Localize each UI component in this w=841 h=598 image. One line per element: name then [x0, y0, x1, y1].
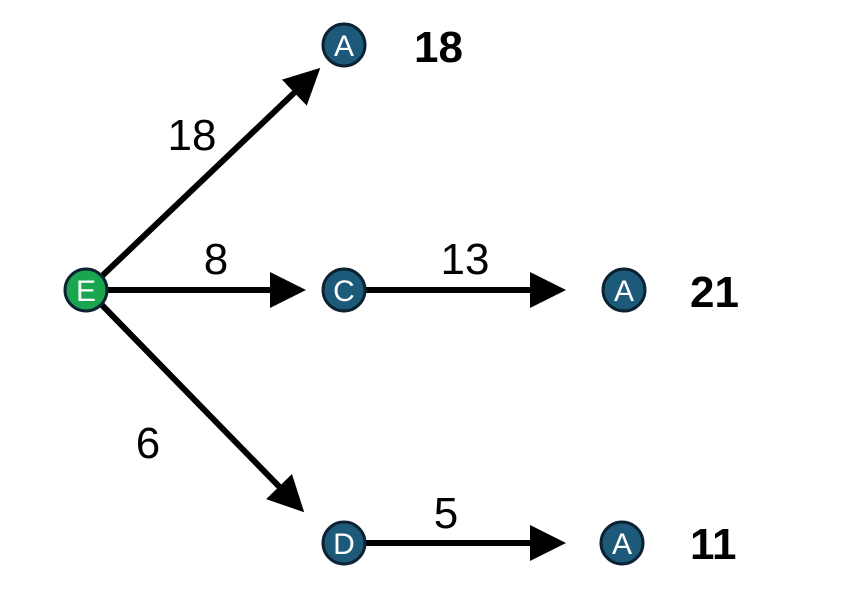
- edge-e-to-a: [99, 67, 321, 279]
- node-e-label: E: [76, 275, 96, 308]
- node-a-top-label: A: [334, 30, 354, 63]
- edge-label-c-to-a: 13: [441, 235, 490, 284]
- node-a-mid-label: A: [614, 275, 634, 308]
- node-a-top: A: [321, 22, 367, 68]
- node-a-bottom-label: A: [612, 528, 632, 561]
- edge-e-to-d: [97, 300, 305, 513]
- edge-label-e-to-d: 6: [136, 419, 160, 468]
- node-d: D: [321, 520, 367, 566]
- node-c: C: [321, 267, 367, 313]
- path-total-bottom: 11: [690, 520, 737, 569]
- path-total-top: 18: [414, 23, 463, 72]
- path-total-middle: 21: [690, 268, 739, 317]
- node-a-bottom: A: [599, 520, 645, 566]
- edge-label-e-to-a: 18: [168, 111, 217, 160]
- node-e: E: [63, 267, 109, 313]
- node-d-label: D: [333, 528, 355, 561]
- edge-label-d-to-a: 5: [434, 489, 458, 538]
- edge-label-e-to-c: 8: [204, 235, 228, 284]
- node-c-label: C: [333, 275, 355, 308]
- node-a-mid: A: [601, 267, 647, 313]
